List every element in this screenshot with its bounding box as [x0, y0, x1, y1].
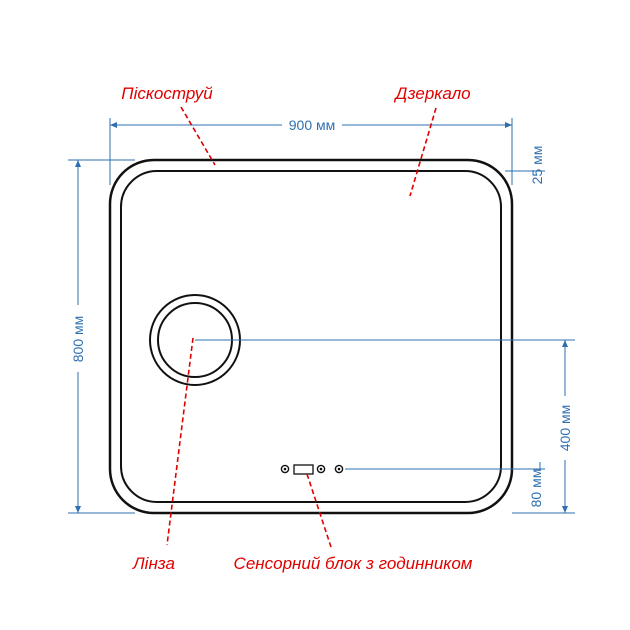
lens-callout: Лінза: [132, 554, 175, 573]
mirror-inner-outline: [120, 170, 502, 503]
frame-dimension-label: 25 мм: [529, 146, 545, 185]
mirror-callout: Дзеркало: [393, 84, 470, 103]
dimension-lines: [68, 118, 575, 514]
sensor-leader: [306, 473, 332, 548]
sensor-block: [280, 464, 344, 475]
sensor-block-callout: Сенсорний блок з годинником: [234, 554, 473, 573]
sandblast-leader: [180, 106, 216, 166]
callout-leaders: [166, 106, 437, 548]
sensor-button-middle: [316, 464, 326, 474]
width-dimension-label: 900 мм: [289, 117, 336, 133]
sensor-button-right: [334, 464, 344, 474]
mirror-leader: [409, 107, 437, 197]
sandblast-callout: Піскоструй: [121, 84, 213, 103]
mirror-outer-outline: [108, 158, 514, 515]
clock-display: [293, 464, 314, 475]
dimension-arrows: [75, 122, 568, 513]
mirror-body: [108, 158, 514, 515]
lens-height-dimension-label: 400 мм: [557, 405, 573, 452]
sensor-height-dimension-label: 80 мм: [528, 469, 544, 508]
sensor-button-left: [280, 464, 290, 474]
height-dimension-label: 800 мм: [70, 316, 86, 363]
lens-leader: [166, 337, 194, 546]
